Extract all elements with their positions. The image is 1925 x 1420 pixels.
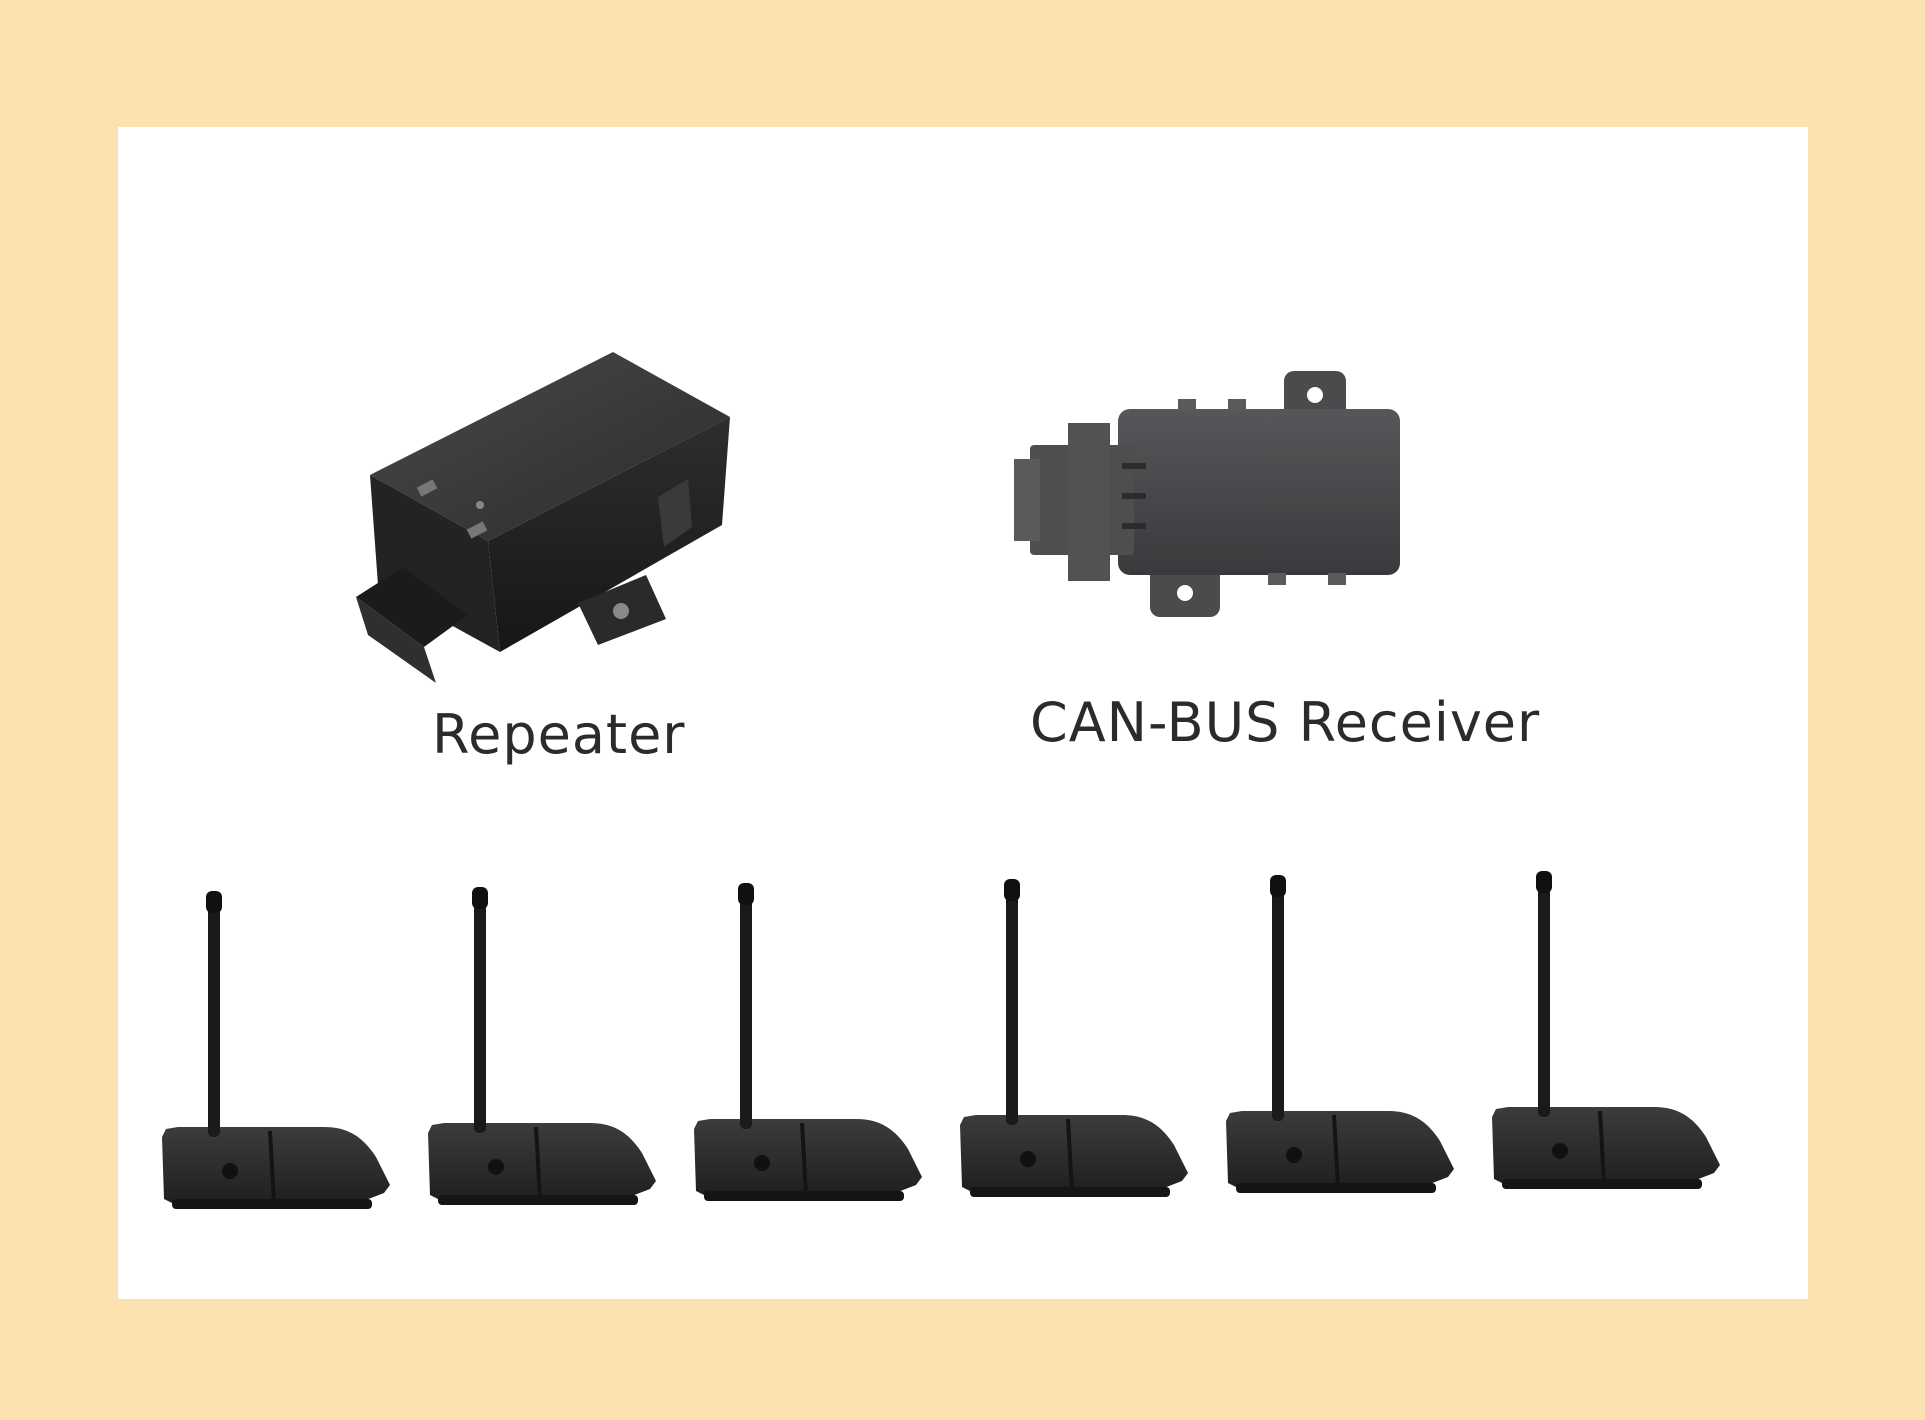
tire-pressure-sensor-icon: [960, 879, 1188, 1197]
tire-pressure-sensor-icon: [694, 883, 922, 1201]
repeater-label: Repeater: [432, 703, 686, 766]
tire-pressure-sensor-icon: [1492, 871, 1720, 1189]
product-panel: Repeater CAN-BUS Receiver: [118, 127, 1808, 1299]
sensor-row: [162, 871, 1720, 1209]
tire-pressure-sensor-icon: [162, 891, 390, 1209]
can-bus-receiver-label: CAN-BUS Receiver: [1030, 691, 1541, 754]
product-illustration: [162, 352, 1720, 1209]
can-bus-receiver-icon: [1014, 371, 1400, 617]
tire-pressure-sensor-icon: [428, 887, 656, 1205]
repeater-module-icon: [356, 352, 730, 683]
tire-pressure-sensor-icon: [1226, 875, 1454, 1193]
